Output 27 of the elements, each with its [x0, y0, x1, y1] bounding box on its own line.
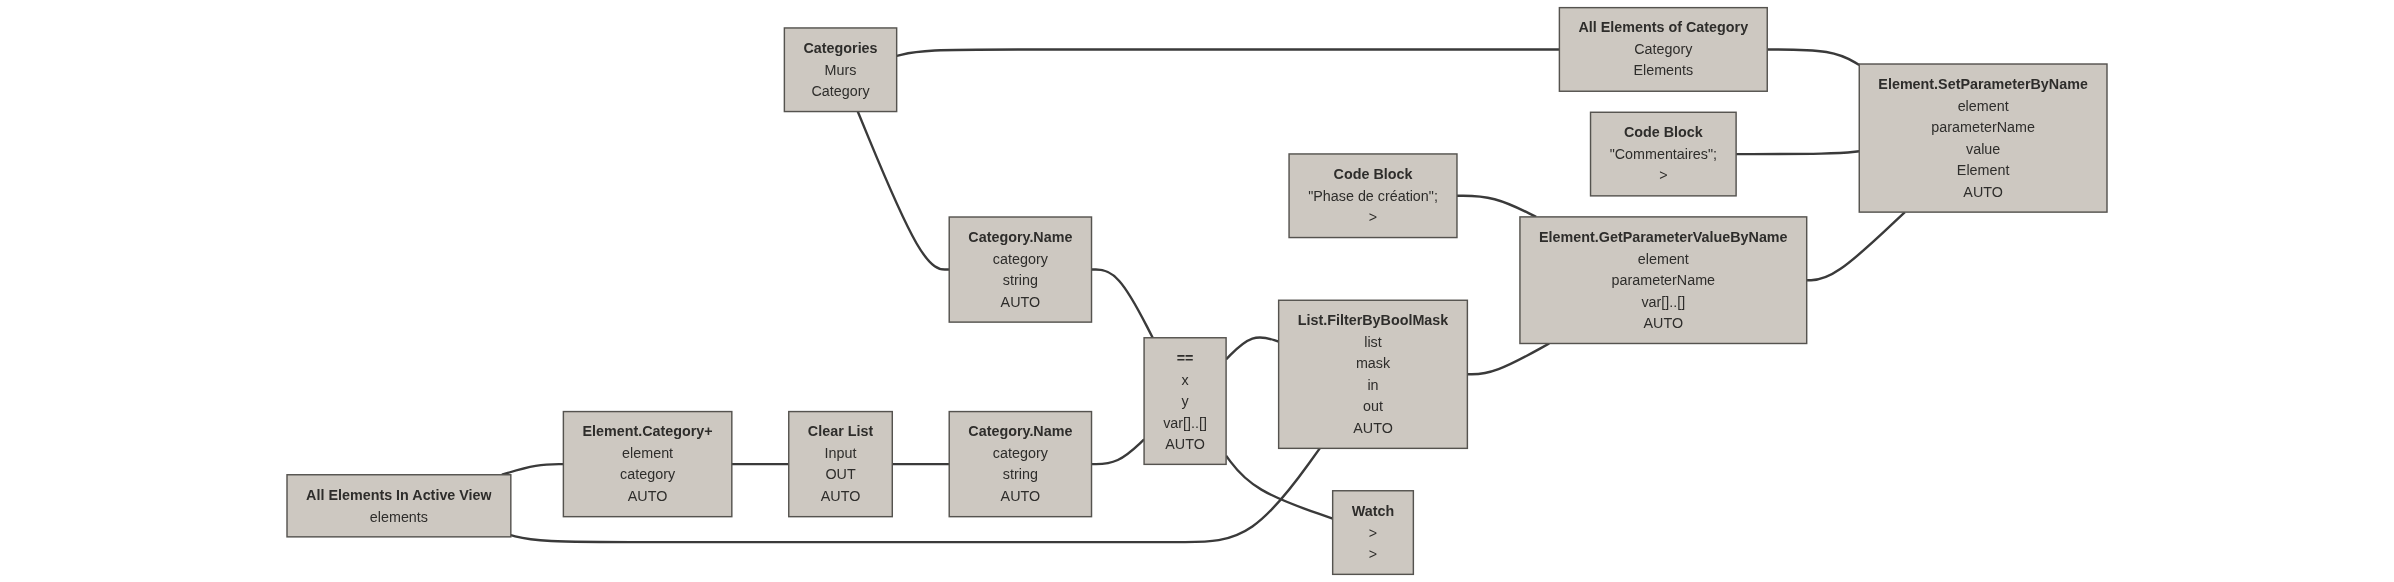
node-box: Code Block "Phase de création"; >	[1288, 153, 1458, 239]
node-box: Category.Name category string AUTO	[948, 216, 1093, 323]
connector	[856, 111, 950, 271]
connector	[1091, 268, 1154, 339]
node-box: Clear List Input OUT AUTO	[788, 410, 893, 518]
node-box: List.FilterByBoolMask list mask in out AUTO	[1277, 299, 1469, 450]
connector	[731, 462, 789, 466]
node-box: == x y var[]..[] AUTO	[1143, 337, 1227, 466]
connector	[1091, 438, 1145, 466]
node-box: Element.SetParameterByName element parameterName value Element AUTO	[1858, 63, 2108, 213]
connector	[501, 462, 564, 476]
connector	[1467, 342, 1550, 376]
node-box: All Elements of Category Category Elements	[1558, 6, 1768, 92]
connector	[1736, 150, 1860, 156]
connector	[1806, 211, 1906, 282]
node-box: Element.Category+ element category AUTO	[562, 410, 733, 518]
connector	[1456, 194, 1537, 218]
node-box: Watch > >	[1331, 490, 1415, 576]
node-box: Element.GetParameterValueByName element parameterName var[]..[] AUTO	[1519, 216, 1808, 345]
node-box: Categories Murs Category	[783, 27, 898, 113]
node-box: Category.Name category string AUTO	[948, 410, 1093, 518]
node-box: Code Block "Commentaires"; >	[1589, 111, 1737, 197]
connector	[1767, 48, 1860, 66]
connector	[892, 462, 950, 466]
connector	[896, 48, 1560, 58]
connector	[510, 447, 1321, 544]
node-box: All Elements In Active View elements	[286, 474, 512, 538]
